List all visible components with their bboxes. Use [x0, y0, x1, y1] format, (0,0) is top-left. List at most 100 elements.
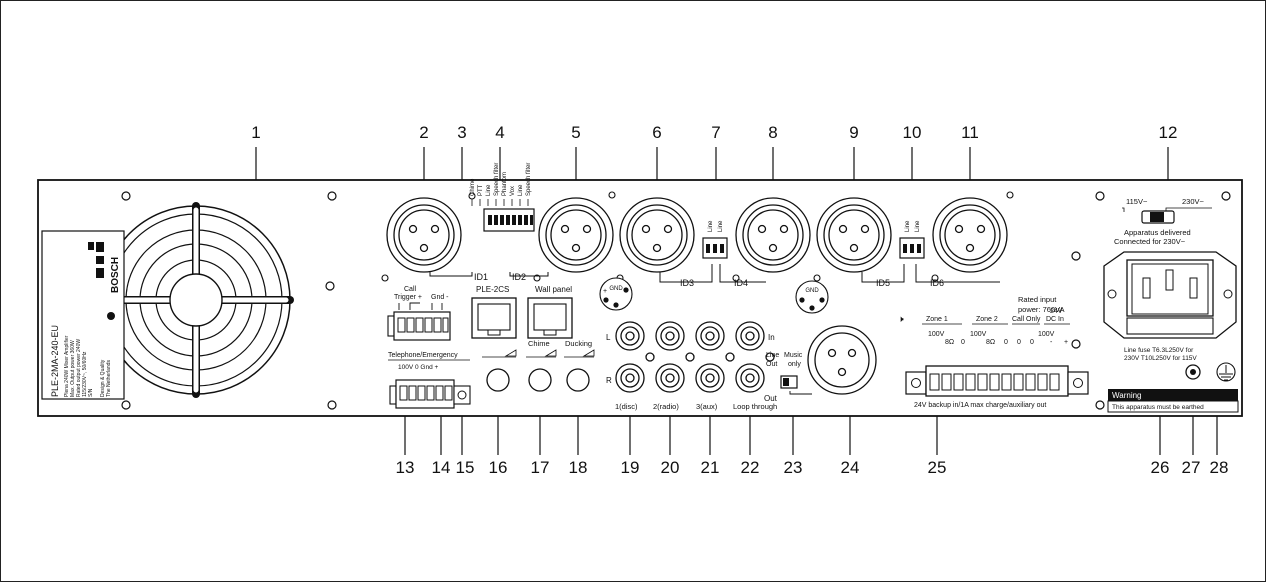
callout-18: 18 — [569, 458, 588, 477]
label-plate: PLE-2MA-240-EU Plena 240W Mixer Amplifie… — [41, 230, 125, 400]
io4-label: ID4 — [734, 278, 748, 288]
xlr-pinout-diagram-2: GND — [795, 280, 829, 314]
callout-20: 20 — [661, 458, 680, 477]
svg-text:8Ω: 8Ω — [986, 339, 995, 346]
svg-text:Music: Music — [784, 352, 803, 359]
io6-label: ID6 — [930, 278, 944, 288]
label-design2: The Netherlands — [106, 360, 112, 397]
dip1-phantom: Phantom — [502, 172, 508, 196]
chassis-screw-holes — [121, 191, 1231, 410]
label-line1: Plena 240W Mixer Amplifier — [64, 335, 70, 397]
callout-13: 13 — [396, 458, 415, 477]
dip1-speech-filter: Speech filter — [494, 163, 500, 196]
mains-inlet: Line fuse T6.3L250V for 230V T10L250V fo… — [1103, 251, 1237, 362]
callout-28: 28 — [1210, 458, 1229, 477]
dip1-line: Line — [486, 184, 492, 196]
svg-text:Zone 1: Zone 1 — [926, 316, 948, 323]
speaker-terminal-block: 🕨 Zone 1 Zone 2 Call Only 24V DC In 100V… — [898, 308, 1089, 409]
ducking-label: Ducking — [565, 339, 592, 348]
rated-input-2: power: 760VA — [1018, 305, 1065, 314]
svg-text:115V~: 115V~ — [1126, 197, 1148, 206]
warning-label: Warning This apparatus must be earthed — [1107, 389, 1239, 413]
svg-text:Out: Out — [766, 361, 777, 368]
svg-text:-: - — [1050, 339, 1053, 346]
label-line5: S/N — [88, 388, 94, 397]
svg-text:L: L — [606, 333, 611, 342]
svg-text:only: only — [788, 361, 801, 368]
svg-text:2(radio): 2(radio) — [653, 402, 679, 411]
svg-text:Call: Call — [404, 286, 417, 293]
svg-text:Line: Line — [905, 220, 911, 232]
svg-text:Gnd -: Gnd - — [431, 294, 449, 301]
callout-8: 8 — [768, 123, 777, 142]
xlr-input-5 — [816, 197, 892, 273]
xlr-input-2 — [538, 197, 614, 273]
io5-label: ID5 — [876, 278, 890, 288]
svg-text:Call Only: Call Only — [1012, 316, 1041, 323]
callout-2: 2 — [419, 123, 428, 142]
label-line2: Max. Output power 360W — [70, 340, 76, 397]
callout-23: 23 — [784, 458, 803, 477]
svg-text:3(aux): 3(aux) — [696, 402, 718, 411]
callout-6: 6 — [652, 123, 661, 142]
callout-24: 24 — [841, 458, 860, 477]
rj45-ple2cs: PLE-2CS — [471, 285, 517, 339]
svg-text:100V 0 Gnd +: 100V 0 Gnd + — [398, 364, 438, 371]
label-line3: Rated output power 240W — [76, 339, 82, 397]
dip1-vox: Vox — [510, 186, 516, 196]
rated-input-1: Rated input — [1018, 295, 1057, 304]
svg-text:100V: 100V — [970, 331, 987, 338]
callout-7: 7 — [711, 123, 720, 142]
dip-switch-inputs-5-6: Line Line — [899, 220, 925, 259]
svg-text:24V: 24V — [1050, 308, 1063, 315]
xlr-pinout-diagram-1: GND + — [599, 277, 633, 311]
svg-text:Zone 2: Zone 2 — [976, 316, 998, 323]
svg-text:PLE-2CS: PLE-2CS — [476, 285, 509, 294]
call-trigger-terminal: Call Trigger + Gnd - — [387, 286, 451, 341]
callout-14: 14 — [432, 458, 451, 477]
svg-text:Warning: Warning — [1112, 391, 1142, 400]
backup-label: 24V backup in/1A max charge/auxiliary ou… — [914, 402, 1046, 409]
callout-12: 12 — [1159, 123, 1178, 142]
svg-text:Line fuse T6.3L250V for: Line fuse T6.3L250V for — [1124, 347, 1194, 354]
dip1-line-2: Line — [518, 184, 524, 196]
svg-text:Line: Line — [718, 220, 724, 232]
dip-switch-inputs-3-4: Line Line — [702, 220, 728, 259]
rca-sockets: L R In Out 1(disc) 2(radio) 3(aux) Loop … — [606, 321, 778, 411]
label-model: PLE-2MA-240-EU — [50, 325, 60, 397]
certification-icons — [88, 242, 115, 320]
rj45-wall-panel: Wall panel — [527, 285, 573, 339]
svg-text:100V: 100V — [928, 331, 945, 338]
svg-text:Loop through: Loop through — [733, 402, 777, 411]
xlr-input-1 — [386, 197, 462, 273]
svg-text:🕨: 🕨 — [898, 314, 904, 324]
svg-text:+: + — [1064, 339, 1068, 346]
callout-11: 11 — [961, 123, 979, 142]
callout-27: 27 — [1182, 458, 1201, 477]
label-design1: Design & Quality — [100, 359, 106, 397]
callout-4: 4 — [495, 123, 504, 142]
svg-text:Line: Line — [915, 220, 921, 232]
svg-text:Apparatus delivered: Apparatus delivered — [1124, 228, 1191, 237]
xlr-connectors — [386, 197, 1008, 395]
svg-text:+: + — [603, 288, 607, 295]
callout-group-bottom: 13 14 15 16 17 18 19 20 21 22 23 24 25 2… — [396, 300, 1229, 477]
callout-15: 15 — [456, 458, 475, 477]
dip1-speech-filter-2: Speech filter — [526, 163, 532, 196]
io-bracket-lines — [429, 264, 1000, 283]
svg-text:Wall panel: Wall panel — [535, 285, 572, 294]
svg-text:0: 0 — [961, 339, 965, 346]
callout-1: 1 — [251, 123, 260, 142]
callout-17: 17 — [531, 458, 550, 477]
callout-22: 22 — [741, 458, 760, 477]
svg-text:Out: Out — [764, 394, 778, 403]
io1-label: ID1 — [474, 272, 488, 282]
svg-text:Telephone/Emergency: Telephone/Emergency — [388, 352, 458, 359]
telephone-emergency-terminal: Telephone/Emergency 100V 0 Gnd + — [388, 352, 471, 409]
dip1-chime: Chime — [470, 178, 476, 196]
ground-screw — [1185, 362, 1236, 382]
line-music-switch: Line Out Music only — [766, 352, 812, 395]
io2-label: ID2 — [512, 272, 526, 282]
